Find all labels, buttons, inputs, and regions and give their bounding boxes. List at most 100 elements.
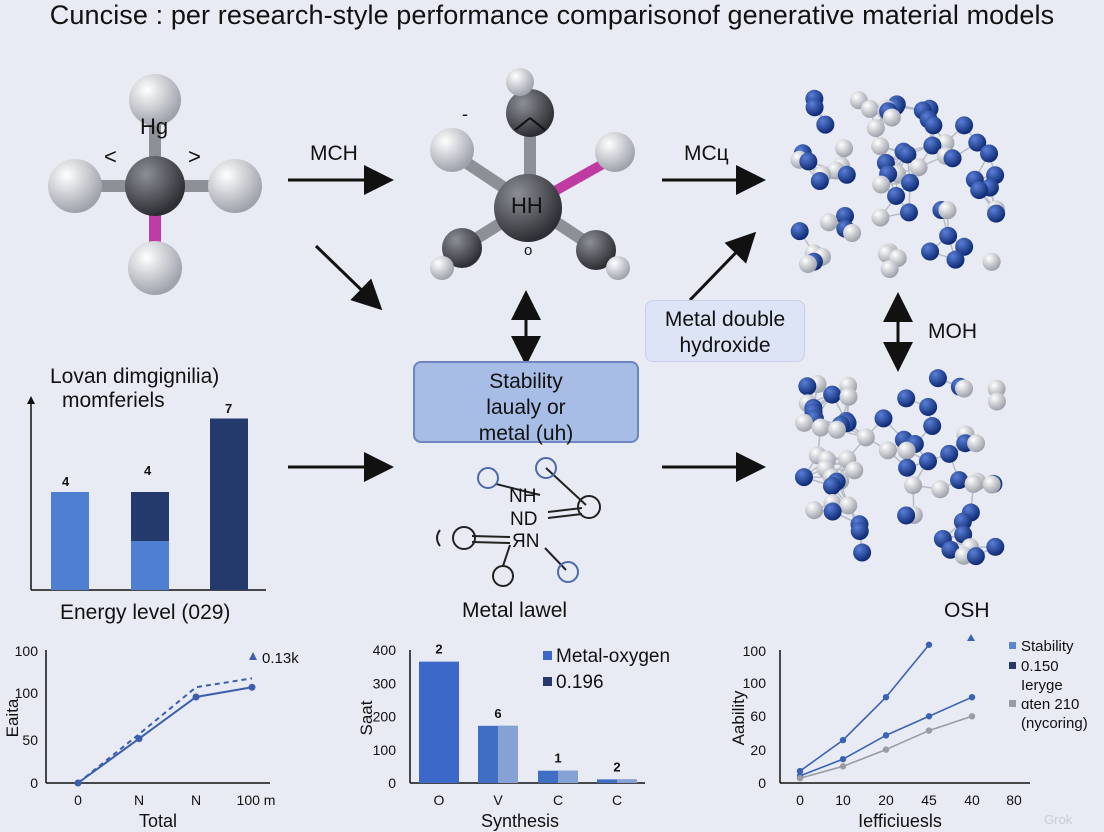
blue-atom bbox=[899, 203, 918, 222]
chart2-xtick: N bbox=[191, 792, 201, 808]
chart4-legend-entry: Ieryge bbox=[1021, 677, 1063, 694]
chart4-point bbox=[968, 713, 976, 720]
blue-atom bbox=[923, 136, 942, 155]
chart4-marker bbox=[967, 634, 975, 641]
chart4-legend-entry: Stability bbox=[1021, 638, 1074, 655]
chart4-point bbox=[925, 713, 933, 720]
left-molecule-left-mark: < bbox=[104, 144, 117, 169]
chart3-xtick: C bbox=[553, 792, 563, 808]
chart3-ytick: 100 bbox=[373, 742, 397, 758]
chart3-bar bbox=[419, 661, 459, 783]
blue-atom bbox=[810, 172, 829, 191]
chart3-xtick: V bbox=[493, 792, 503, 808]
stability-line-3: metal (uh) bbox=[478, 422, 574, 445]
chart4-ytick: 100 bbox=[743, 675, 767, 691]
blue-atom bbox=[968, 133, 987, 152]
blue-atom bbox=[850, 522, 869, 541]
chart3-bar-shade bbox=[617, 779, 637, 783]
white-atom bbox=[835, 139, 854, 158]
white-atom bbox=[931, 480, 950, 499]
chart4-point bbox=[925, 641, 933, 648]
white-atom bbox=[904, 476, 923, 495]
chart3-ytick: 0 bbox=[388, 775, 396, 791]
white-atom bbox=[805, 501, 824, 520]
white-atom bbox=[866, 119, 885, 138]
blue-atom bbox=[923, 417, 942, 436]
blue-atom bbox=[970, 181, 989, 200]
chart4-legend-swatch bbox=[1009, 662, 1016, 669]
chart2-ytick: 0 bbox=[30, 775, 38, 791]
chart2-xtick: 0 bbox=[74, 792, 82, 808]
network-label-nh: NH bbox=[509, 486, 537, 507]
white-atom bbox=[845, 461, 864, 480]
chart1-bar bbox=[51, 492, 89, 590]
blue-atom bbox=[887, 186, 906, 205]
chart1-bar-label-1: 4 bbox=[62, 474, 70, 489]
chart2-annotation-marker bbox=[249, 652, 257, 660]
blue-atom bbox=[823, 502, 842, 521]
metal-double-hydroxide-box: Metal double hydroxide bbox=[645, 300, 805, 362]
chart4-point bbox=[882, 746, 890, 753]
molecular-network bbox=[436, 457, 601, 587]
chart4-xtick: 45 bbox=[921, 792, 937, 808]
stability-line-2: laualy or bbox=[486, 396, 566, 419]
chart4-point bbox=[882, 694, 890, 701]
chart4-ytick: 100 bbox=[743, 643, 767, 659]
blue-atom bbox=[940, 444, 959, 463]
chart4-point bbox=[796, 775, 804, 782]
chart4-point bbox=[925, 727, 933, 734]
blue-atom bbox=[919, 397, 938, 416]
chart2-ylabel: Eaita bbox=[3, 698, 22, 737]
chart1-bar bbox=[210, 418, 248, 590]
blue-atom bbox=[966, 547, 985, 566]
chart3-ytick: 200 bbox=[373, 709, 397, 725]
blue-atom bbox=[790, 222, 809, 241]
chart3-data-label: 6 bbox=[494, 706, 501, 721]
chart3-data-label: 2 bbox=[435, 642, 442, 657]
white-atom bbox=[856, 428, 875, 447]
chart3-xtick: O bbox=[434, 792, 445, 808]
arrow-label-moh: MOH bbox=[928, 320, 977, 343]
flow-arrows bbox=[288, 165, 913, 482]
crystal-lattice-top bbox=[790, 89, 1006, 279]
chart3-ytick: 300 bbox=[373, 675, 397, 691]
blue-atom bbox=[898, 145, 917, 164]
chart3-ytick: 400 bbox=[373, 642, 397, 658]
chart2-point bbox=[135, 735, 143, 743]
white-atom bbox=[795, 413, 814, 432]
chart4-point bbox=[968, 694, 976, 701]
methane-molecule-left bbox=[48, 74, 262, 295]
blue-atom bbox=[943, 149, 962, 168]
chart4-point bbox=[882, 732, 890, 739]
white-atom bbox=[860, 99, 879, 118]
chart3-legend-2: 0.196 bbox=[556, 672, 604, 693]
stability-box: Stability laualy or metal (uh) bbox=[413, 361, 639, 445]
chart1-xlabel: Energy level (029) bbox=[60, 601, 231, 624]
blue-atom bbox=[955, 116, 974, 135]
chart3-data-label: 1 bbox=[554, 751, 561, 766]
blue-atom bbox=[953, 512, 972, 531]
blue-atom bbox=[898, 458, 917, 477]
arrow-label-mch: MCH bbox=[310, 142, 358, 165]
chart3-legend-swatch-1 bbox=[543, 651, 552, 660]
white-atom bbox=[909, 158, 928, 177]
chart3-legend-1: Metal-oxygen bbox=[556, 646, 670, 667]
blue-atom bbox=[837, 165, 856, 184]
blue-atom bbox=[822, 476, 841, 495]
chart3-xlabel: Synthesis bbox=[481, 811, 559, 831]
left-molecule-center-label: Hg bbox=[140, 114, 169, 139]
chart1-bar-upper bbox=[131, 492, 169, 541]
blue-atom bbox=[823, 385, 842, 404]
white-atom bbox=[880, 260, 899, 279]
blue-atom bbox=[986, 537, 1005, 556]
blue-atom bbox=[918, 452, 937, 471]
arrow-label-mch2: MCц bbox=[684, 142, 729, 165]
chart3-bar-shade bbox=[558, 770, 578, 783]
chart4-ylabel: Aability bbox=[729, 690, 748, 745]
chart1-bar-label-3: 7 bbox=[225, 401, 233, 416]
white-atom bbox=[827, 420, 846, 439]
chart3-legend-swatch-2 bbox=[543, 677, 552, 686]
chart2-xtick: N bbox=[134, 792, 144, 808]
chart4-ytick: 60 bbox=[750, 708, 766, 724]
